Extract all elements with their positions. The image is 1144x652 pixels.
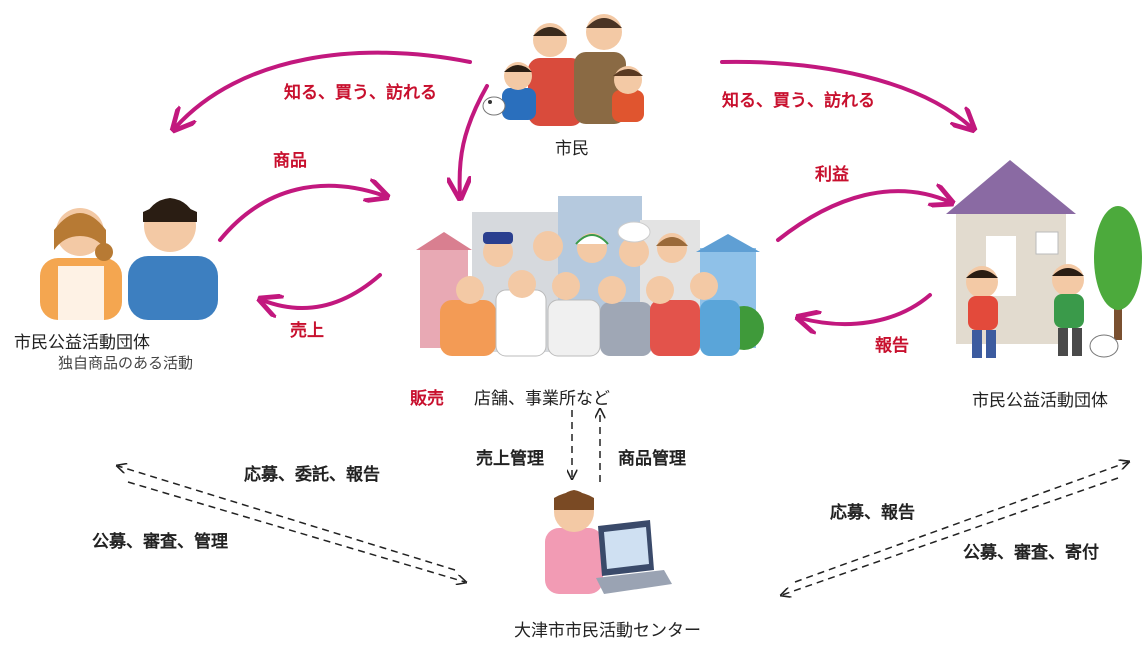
label-center: 大津市市民活動センター — [514, 621, 701, 641]
label-apply-report: 応募、報告 — [830, 503, 915, 523]
label-report: 報告 — [875, 336, 909, 356]
arrow-profit — [776, 191, 950, 242]
label-left-group-sub: 独自商品のある活動 — [58, 354, 194, 372]
stores-illustration — [416, 196, 764, 357]
center-illustration — [545, 490, 672, 594]
label-sales-proceeds: 売上 — [290, 321, 324, 341]
label-know-buy-visit-left: 知る、買う、訪れる — [284, 83, 437, 103]
arrow-products — [218, 186, 385, 242]
label-apply-commission-report: 応募、委託、報告 — [244, 465, 380, 485]
right-group-illustration — [946, 160, 1142, 358]
arrow-center-to-left-group — [118, 466, 456, 571]
left-group-illustration — [40, 198, 218, 320]
label-recruit-review-manage: 公募、審査、管理 — [92, 532, 228, 552]
arrow-citizens-to-stores — [460, 84, 489, 196]
label-product-management: 商品管理 — [618, 449, 686, 469]
label-know-buy-visit-right: 知る、買う、訪れる — [722, 91, 875, 111]
label-stores: 店舗、事業所など — [474, 389, 610, 409]
arrow-right-group-to-center — [782, 477, 1119, 595]
label-left-group: 市民公益活動団体 — [14, 333, 150, 353]
label-citizens: 市民 — [555, 139, 589, 159]
arrow-center-to-right-group — [794, 462, 1128, 583]
label-products: 商品 — [273, 151, 307, 171]
arrow-left-group-to-center — [127, 481, 465, 582]
label-profit: 利益 — [815, 165, 849, 185]
label-sales-management: 売上管理 — [476, 449, 544, 469]
arrow-citizens-to-right-group — [720, 59, 972, 128]
label-recruit-review-donate: 公募、審査、寄付 — [963, 543, 1099, 563]
citizens-illustration — [482, 14, 644, 126]
label-sales: 販売 — [410, 389, 444, 409]
arrow-citizens-to-left-group — [175, 50, 472, 128]
label-right-group: 市民公益活動団体 — [972, 391, 1108, 411]
arrow-report — [800, 293, 932, 324]
arrow-sales-proceeds — [262, 273, 382, 308]
